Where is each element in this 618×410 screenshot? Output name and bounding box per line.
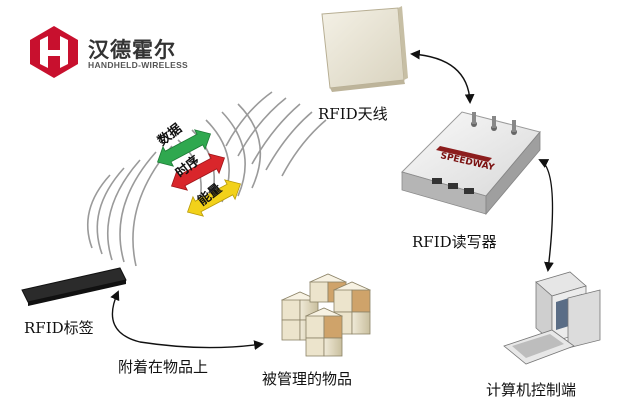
rfid-reader-image: SPEEDWAY (401, 111, 541, 216)
tag-label: RFID标签 (24, 319, 94, 337)
goods-label: 被管理的物品 (262, 370, 353, 388)
data-arrow (156, 129, 212, 167)
logo-name-en: HANDHELD-WIRELESS (88, 60, 189, 70)
energy-arrow (186, 179, 242, 217)
attach-edge-label: 附着在物品上 (118, 358, 209, 376)
rfid-antenna-image (321, 6, 408, 92)
computer-label: 计算机控制端 (486, 381, 577, 399)
goods-boxes-image (281, 273, 371, 357)
logo-mark-icon (30, 26, 78, 78)
reader-label: RFID读写器 (412, 233, 497, 251)
radio-waves (86, 91, 327, 267)
timing-arrow (170, 153, 226, 191)
antenna-label: RFID天线 (318, 105, 388, 123)
signal-arrows: 数据 时序 能量 (155, 121, 242, 217)
computer-image (503, 271, 601, 365)
connectors (110, 49, 554, 350)
rfid-tag-image (21, 267, 127, 306)
logo-name-cn: 汉德霍尔 (88, 38, 176, 62)
